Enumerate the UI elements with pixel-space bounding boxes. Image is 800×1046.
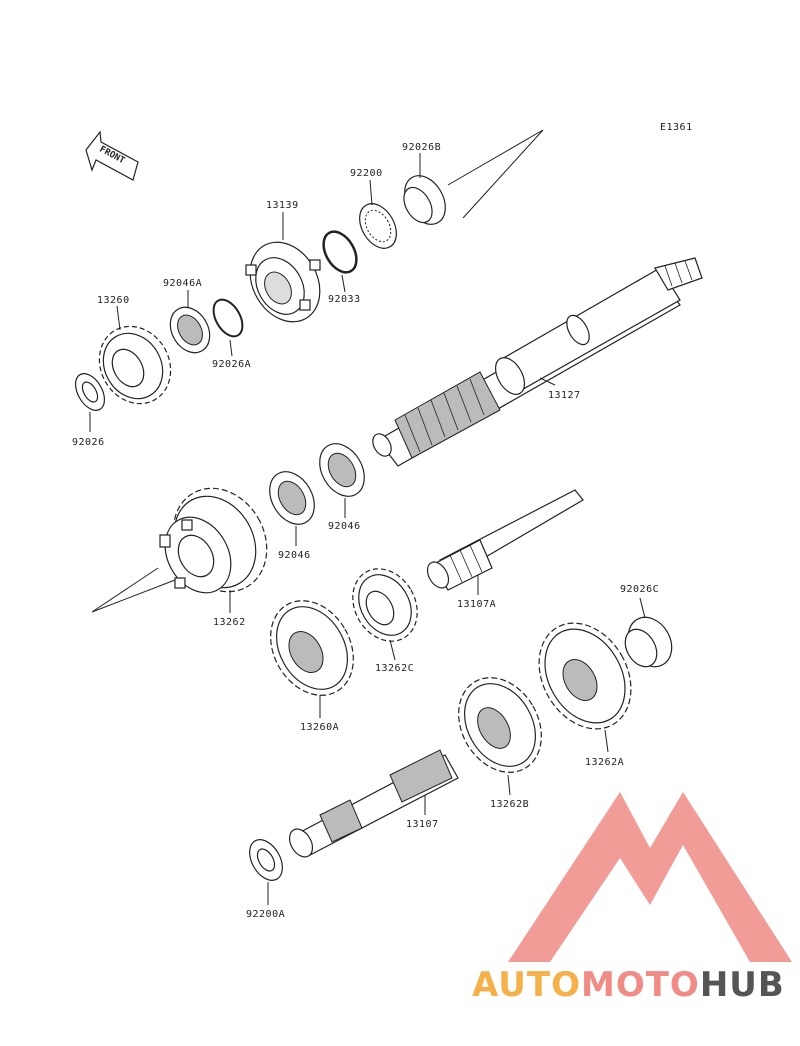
gear-13262B — [458, 677, 542, 773]
bushing-92026C — [624, 616, 673, 668]
label-92200A: 92200A — [246, 909, 285, 920]
main-shaft-13127 — [372, 257, 703, 467]
label-92026C: 92026C — [620, 584, 659, 595]
automotohub-logo-icon — [508, 792, 792, 962]
bearing-92046-right — [319, 443, 365, 497]
label-13262A: 13262A — [585, 757, 624, 768]
circlip-92033 — [322, 230, 358, 274]
label-92046-left: 92046 — [278, 550, 311, 561]
label-13262B: 13262B — [490, 799, 529, 810]
washer-92026 — [74, 373, 106, 411]
washer-92026A — [212, 298, 244, 338]
label-92200: 92200 — [350, 168, 383, 179]
label-13260A: 13260A — [300, 722, 339, 733]
hub-13139 — [245, 241, 321, 323]
label-13139: 13139 — [266, 200, 299, 211]
label-13260: 13260 — [97, 295, 130, 306]
gear-13260 — [98, 325, 172, 405]
watermark-moto: MOTO — [581, 965, 700, 1005]
front-arrow-icon: FRONT — [85, 130, 139, 181]
gear-13260A — [270, 600, 354, 696]
label-92026B: 92026B — [402, 142, 441, 153]
label-13127: 13127 — [548, 390, 581, 401]
label-13107A: 13107A — [457, 599, 496, 610]
label-13262: 13262 — [213, 617, 246, 628]
gear-13262 — [159, 487, 268, 594]
label-92026A: 92026A — [212, 359, 251, 370]
gear-13262C — [352, 568, 418, 642]
label-13107: 13107 — [406, 819, 439, 830]
leader-lines — [89, 153, 646, 905]
label-92046A: 92046A — [163, 278, 202, 289]
label-92046-right: 92046 — [328, 521, 361, 532]
label-13262C: 13262C — [375, 663, 414, 674]
gear-13262A — [538, 622, 632, 730]
label-92033: 92033 — [328, 294, 361, 305]
diagram-code: E1361 — [660, 122, 693, 133]
watermark-auto: AUTO — [472, 965, 581, 1005]
watermark-text: AUTOMOTOHUB — [472, 965, 785, 1005]
secondary-shaft-13107A — [426, 489, 584, 591]
bearing-92046-left — [269, 471, 315, 525]
guide-line-left — [91, 567, 176, 613]
guide-line-top — [447, 129, 544, 219]
washer-92200A — [249, 839, 283, 881]
bushing-92026B — [403, 175, 446, 225]
washer-92200 — [359, 203, 397, 249]
label-92026: 92026 — [72, 437, 105, 448]
shaft-13107 — [288, 749, 459, 858]
bearing-92046A — [169, 306, 211, 354]
watermark-hub: HUB — [700, 965, 785, 1005]
